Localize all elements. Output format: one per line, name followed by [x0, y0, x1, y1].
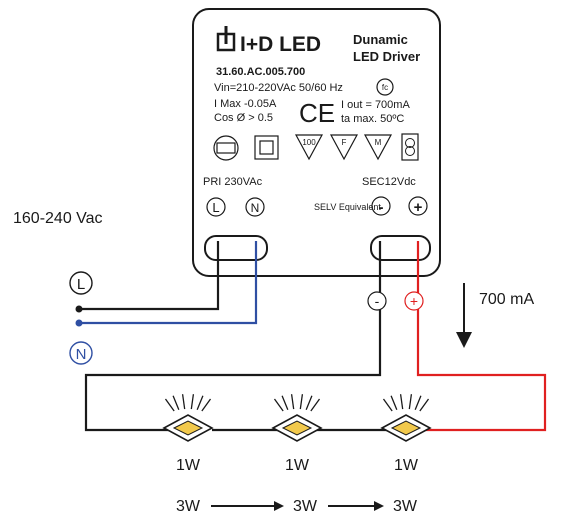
led-2-icon [271, 394, 323, 442]
double-insulation-icon [254, 135, 279, 160]
terminal-l-text: L [212, 200, 219, 215]
terminal-n-mark [245, 197, 265, 217]
power-value-2: 3W [293, 498, 318, 515]
ta-spec: ta max. 50ºC [341, 113, 404, 125]
fc-mark-icon [376, 78, 394, 96]
cos-spec: Cos Ø > 0.5 [214, 112, 273, 124]
iout-spec: I out = 700mA [341, 99, 410, 111]
output-minus-text: - [375, 293, 380, 309]
product-line-1: Dunamic [353, 32, 408, 47]
live-wire [79, 241, 220, 311]
brand-logo-icon [216, 26, 236, 52]
imax-spec: I Max -0.05A [214, 98, 277, 110]
terminal-n-text: N [251, 201, 260, 215]
output-plus-text: + [410, 293, 418, 309]
input-voltage-spec: Vin=210-220VAc 50/60 Hz [214, 82, 343, 94]
temp-100-icon: 100 [294, 134, 324, 161]
terminal-plus-text: + [414, 199, 423, 216]
primary-terminal-block [204, 235, 268, 261]
neutral-input-mark [69, 341, 93, 365]
m-mark-label: M [375, 138, 382, 147]
safety-transformer-icon [401, 133, 419, 161]
led-1-icon [162, 394, 214, 442]
output-plus-mark [404, 291, 424, 311]
live-wire-end [75, 305, 83, 313]
power-sequence: 3W 3W 3W [176, 498, 418, 515]
sequence-arrowhead-2 [374, 501, 384, 511]
led-chain: 1W 1W 1W [162, 394, 432, 474]
terminal-minus-text: - [379, 199, 384, 216]
model-number: 31.60.AC.005.700 [216, 66, 305, 78]
input-voltage-label: 160-240 Vac [13, 210, 103, 227]
fc-mark-text: fc [382, 83, 388, 92]
current-label: 700 mA [479, 291, 534, 308]
positive-wire [416, 241, 547, 432]
output-minus-mark [367, 291, 387, 311]
power-value-1: 3W [176, 498, 201, 515]
led-1-label: 1W [176, 457, 201, 474]
driver-housing [192, 8, 441, 277]
brand-name: I+D LED [240, 33, 321, 56]
class2-symbol-icon [213, 135, 239, 161]
ce-mark-icon: CE [299, 98, 335, 128]
selv-label: SELV Equivalent [314, 202, 381, 212]
negative-wire [84, 241, 382, 432]
primary-label: PRI 230VAc [203, 176, 263, 188]
secondary-label: SEC12Vdc [362, 176, 416, 188]
led-3-icon [380, 394, 432, 442]
product-line-2: LED Driver [353, 49, 420, 64]
terminal-plus-mark [408, 196, 428, 216]
m-mark-icon: M [363, 134, 393, 161]
power-value-3: 3W [393, 498, 418, 515]
sequence-arrowhead-1 [274, 501, 284, 511]
led-2-label: 1W [285, 457, 310, 474]
neutral-wire [79, 241, 258, 325]
terminal-l-mark [206, 197, 226, 217]
neutral-input-text: N [76, 346, 87, 363]
live-input-text: L [77, 276, 85, 293]
terminal-minus-mark [371, 196, 391, 216]
f-mark-label: F [342, 138, 347, 147]
secondary-terminal-block [370, 235, 431, 261]
led-3-label: 1W [394, 457, 419, 474]
neutral-wire-end [75, 319, 83, 327]
f-mark-icon: F [329, 134, 359, 161]
temp-100-label: 100 [302, 138, 316, 147]
live-input-mark [69, 271, 93, 295]
